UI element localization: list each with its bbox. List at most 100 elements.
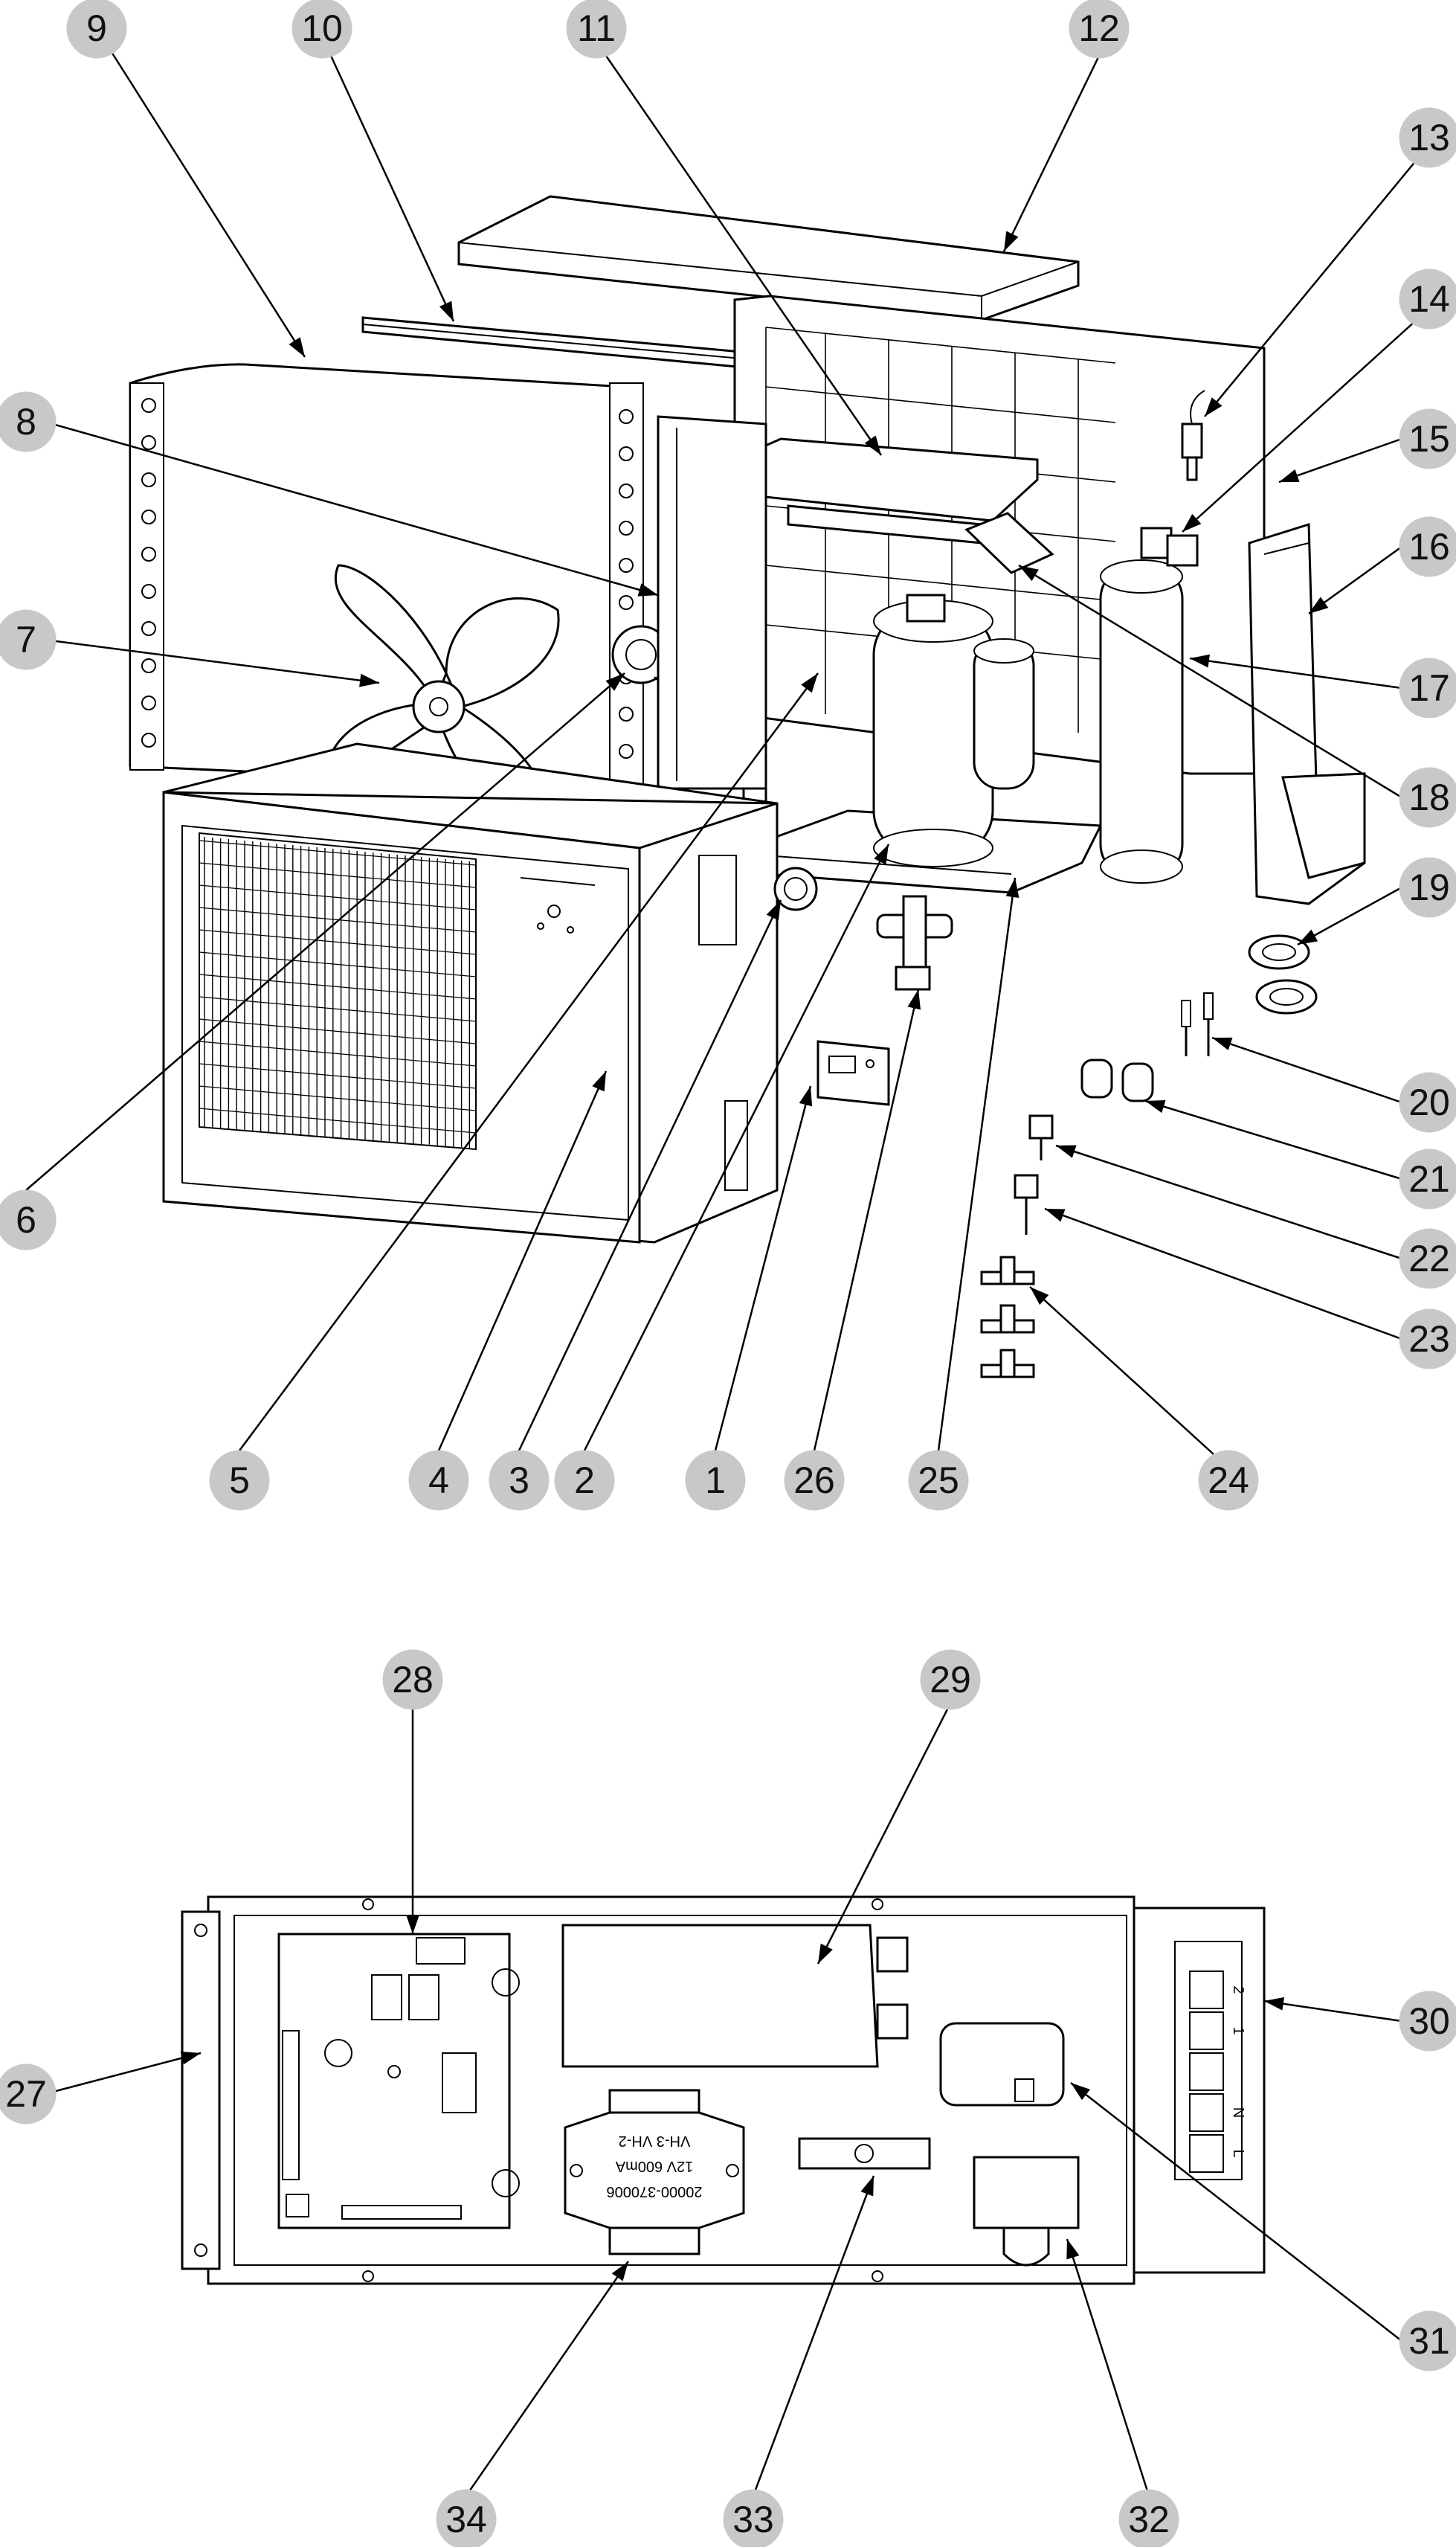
callout-6: 6 <box>0 1189 57 1250</box>
svg-text:18: 18 <box>1408 777 1450 818</box>
pressure-switch <box>1028 1114 1054 1160</box>
callout-27: 27 <box>0 2063 57 2124</box>
svg-text:33: 33 <box>732 2499 774 2540</box>
compressor <box>872 594 994 867</box>
callout-16: 16 <box>1399 516 1456 577</box>
svg-text:23: 23 <box>1408 1318 1450 1360</box>
callout-9: 9 <box>66 0 127 59</box>
callout-26: 26 <box>784 1450 845 1511</box>
callout-22: 22 <box>1399 1228 1456 1289</box>
svg-text:9: 9 <box>86 7 107 49</box>
callout-11: 11 <box>566 0 627 59</box>
expansion-valve <box>876 895 953 991</box>
svg-text:3: 3 <box>509 1459 529 1501</box>
callout-34: 34 <box>436 2489 497 2547</box>
valve-block <box>1140 527 1199 567</box>
side-panel <box>1248 522 1366 905</box>
svg-text:27: 27 <box>5 2073 47 2115</box>
svg-text:15: 15 <box>1408 418 1450 460</box>
callout-19: 19 <box>1399 857 1456 918</box>
callout-17: 17 <box>1399 658 1456 719</box>
callout-4: 4 <box>408 1450 469 1511</box>
pressure-switch-2 <box>1014 1174 1039 1235</box>
front-cabinet <box>162 742 779 1244</box>
callout-2: 2 <box>554 1450 615 1511</box>
callout-24: 24 <box>1198 1450 1259 1511</box>
svg-text:21: 21 <box>1408 1158 1450 1200</box>
svg-text:30: 30 <box>1408 2000 1450 2042</box>
svg-text:25: 25 <box>918 1459 959 1501</box>
svg-text:11: 11 <box>577 7 616 49</box>
terminal-label-2: 1 <box>1230 2026 1246 2034</box>
accumulator <box>973 638 1035 790</box>
transformer-label-3: 20000-370006 <box>606 2183 702 2200</box>
callout-30: 30 <box>1399 1991 1456 2052</box>
svg-text:34: 34 <box>445 2499 487 2540</box>
svg-text:4: 4 <box>428 1459 449 1501</box>
callout-29: 29 <box>920 1649 981 1710</box>
tee-fittings <box>980 1256 1035 1378</box>
svg-text:6: 6 <box>16 1199 36 1241</box>
callout-18: 18 <box>1399 767 1456 828</box>
terminal-label-3: N <box>1230 2107 1246 2118</box>
centre-post <box>657 415 767 790</box>
svg-text:16: 16 <box>1408 526 1450 568</box>
capacitor <box>561 1924 909 2068</box>
temperature-probes <box>1181 992 1214 1056</box>
callout-32: 32 <box>1118 2489 1179 2547</box>
svg-text:1: 1 <box>705 1459 726 1501</box>
transformer-label-1: VH-3 VH-2 <box>619 2133 691 2149</box>
svg-text:8: 8 <box>16 401 36 443</box>
svg-text:2: 2 <box>574 1459 595 1501</box>
svg-text:24: 24 <box>1208 1459 1249 1501</box>
callout-1: 1 <box>685 1450 746 1511</box>
svg-text:20: 20 <box>1408 1082 1450 1123</box>
terminal-label-1: 2 <box>1230 1985 1246 1994</box>
contactor <box>973 2156 1080 2267</box>
svg-text:12: 12 <box>1078 7 1120 49</box>
svg-text:26: 26 <box>793 1459 835 1501</box>
svg-text:19: 19 <box>1408 867 1450 908</box>
leader-lines <box>25 51 1417 2496</box>
callout-20: 20 <box>1399 1072 1456 1133</box>
callout-31: 31 <box>1399 2310 1456 2371</box>
callout-15: 15 <box>1399 408 1456 469</box>
svg-text:10: 10 <box>301 7 343 49</box>
small-terminal-strip <box>798 2137 931 2170</box>
svg-text:29: 29 <box>930 1659 971 1700</box>
svg-text:14: 14 <box>1408 278 1450 320</box>
main-terminal-block: 2 1 N L <box>1133 1907 1266 2274</box>
callout-12: 12 <box>1069 0 1130 59</box>
callout-7: 7 <box>0 609 57 670</box>
svg-text:13: 13 <box>1408 117 1450 158</box>
water-connector <box>773 867 818 911</box>
callout-10: 10 <box>291 0 352 59</box>
relay <box>939 2022 1065 2107</box>
sensor-probe <box>1181 390 1205 481</box>
callout-5: 5 <box>209 1450 270 1511</box>
transformer-label-2: 12V 600mA <box>615 2158 693 2174</box>
callout-3: 3 <box>489 1450 550 1511</box>
grommets <box>1248 934 1318 1015</box>
callout-28: 28 <box>382 1649 443 1710</box>
terminal-label-4: L <box>1230 2149 1246 2157</box>
top-cover <box>457 195 1080 321</box>
callout-33: 33 <box>723 2489 784 2547</box>
svg-text:5: 5 <box>229 1459 250 1501</box>
svg-text:32: 32 <box>1128 2499 1170 2540</box>
callout-13: 13 <box>1399 107 1456 168</box>
callout-8: 8 <box>0 391 57 452</box>
svg-text:17: 17 <box>1408 667 1450 709</box>
svg-text:7: 7 <box>16 619 36 661</box>
controller-display <box>816 1040 890 1106</box>
control-pcb <box>277 1933 520 2229</box>
callout-23: 23 <box>1399 1308 1456 1369</box>
pressure-switch-board <box>964 512 1054 574</box>
heat-exchanger <box>1099 559 1184 884</box>
svg-text:31: 31 <box>1408 2320 1450 2362</box>
callout-14: 14 <box>1399 269 1456 330</box>
svg-text:28: 28 <box>392 1659 434 1700</box>
svg-text:22: 22 <box>1408 1238 1450 1279</box>
